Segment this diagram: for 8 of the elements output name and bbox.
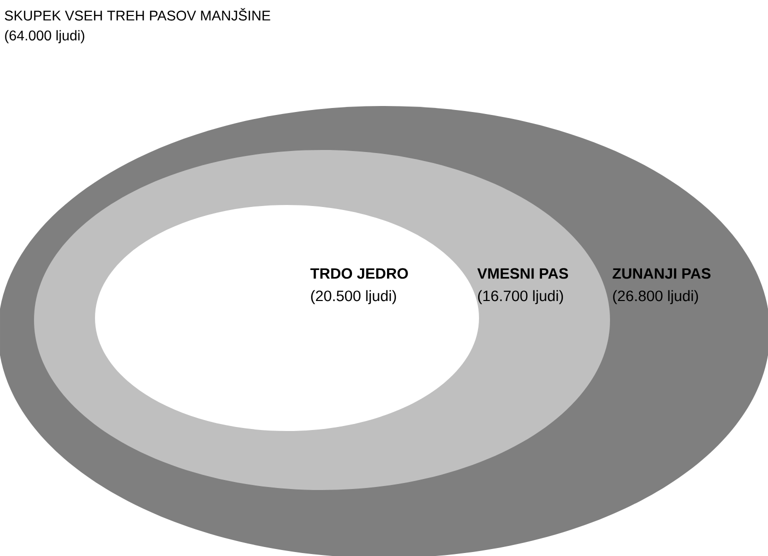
population-note: (64.000 ljudi) bbox=[5, 30, 84, 44]
zone-count: (26.800 ljudi) bbox=[613, 290, 698, 304]
zone-heading: TRDO JEDRO bbox=[310, 268, 408, 279]
zone-heading: ZUNANJI PAS bbox=[612, 268, 710, 279]
zone-count: (20.500 ljudi) bbox=[311, 290, 396, 304]
zone-heading: VMESNI PAS bbox=[477, 268, 568, 279]
zone-count: (16.700 ljudi) bbox=[478, 290, 563, 304]
title: SKUPEK VSEH TREH PASOV MANJŠINE bbox=[4, 8, 270, 21]
